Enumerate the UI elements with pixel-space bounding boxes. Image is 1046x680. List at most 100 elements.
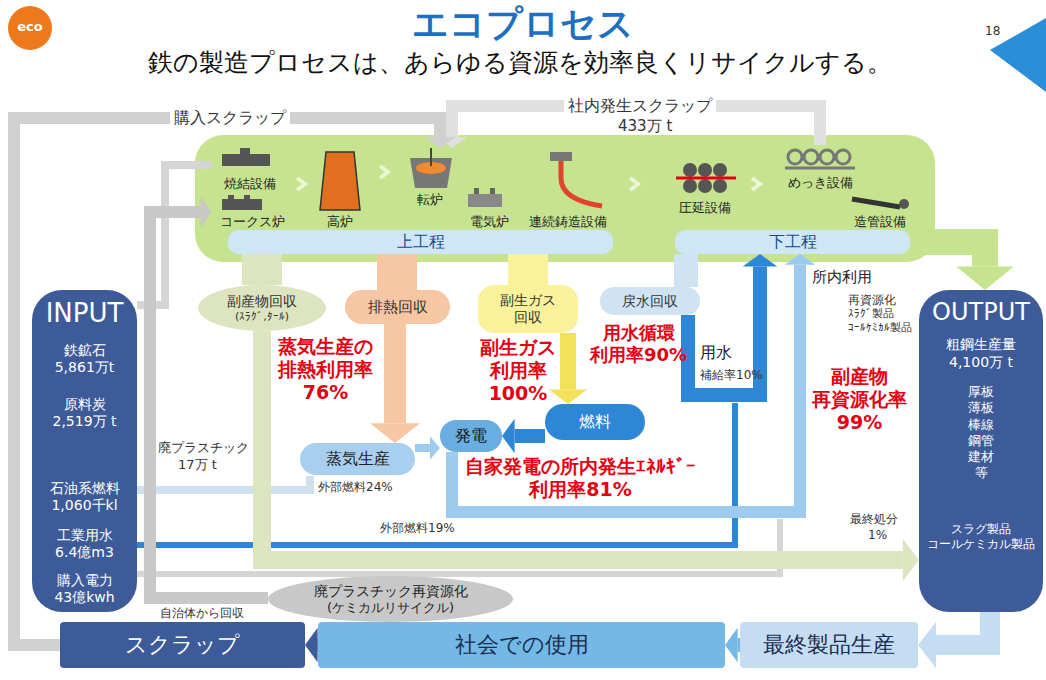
arrow-head — [743, 254, 778, 267]
annotation-label: 外部燃料19% — [380, 521, 455, 535]
annotation-label: 廃プラスチック — [158, 440, 249, 456]
flow-line — [150, 212, 268, 598]
plating-icon — [785, 150, 855, 168]
edge-label: 社内発生スクラップ — [564, 96, 716, 115]
arrow-head — [956, 267, 1013, 290]
recovery-box: 戻水回収 — [600, 287, 700, 315]
equipment-box: 連続鋳造設備 — [518, 150, 618, 230]
flow-line — [508, 254, 548, 285]
annotation-label: 補給率10% — [700, 368, 763, 382]
node-text: 焼結設備 — [224, 176, 276, 192]
node-text: 副産物回収 — [227, 293, 297, 310]
flow-line — [452, 265, 800, 512]
fuel-box: 燃料 — [545, 404, 645, 440]
page-number: 18 — [985, 24, 1000, 38]
process-stage-bar: 下工程 — [675, 230, 910, 254]
flow-line — [242, 254, 282, 285]
cycle-band: 最終製品生産 — [740, 622, 918, 668]
arrow-head — [549, 390, 587, 404]
arrow-head — [430, 436, 440, 459]
process-area — [195, 135, 935, 262]
flow-connector — [150, 197, 268, 598]
arrow-head — [502, 419, 515, 454]
flow-line — [936, 612, 990, 645]
node-text: 燃料 — [579, 412, 611, 431]
node-text: 電気炉 — [470, 214, 509, 230]
node-text: OUTPUT — [932, 298, 1030, 327]
arrow-head — [903, 539, 919, 581]
flow-connector — [910, 242, 1014, 290]
rate-label: 自家発電の所内発生ｴﾈﾙｷﾞｰ 利用率81% — [465, 455, 696, 501]
electric-furnace-icon — [468, 188, 502, 207]
flow-connector — [370, 324, 420, 443]
output-panel: OUTPUT粗鋼生産量4,100万 t厚板 薄板 棒線 鋼管 建材 等スラグ製品… — [919, 290, 1043, 612]
node-text: 圧延設備 — [679, 200, 731, 216]
flow-line — [262, 331, 903, 560]
node-text: 上工程 — [397, 232, 445, 251]
node-text: 廃プラスチック再資源化 — [314, 583, 468, 600]
converter-icon — [410, 148, 452, 188]
node-text: 最終製品生産 — [763, 632, 895, 658]
node-text: 2,519万 t — [52, 413, 116, 430]
rate-label: 蒸気生産の 排熱利用率 76% — [278, 335, 373, 403]
process-stage-bar: 上工程 — [228, 230, 613, 254]
node-text: 発電 — [455, 426, 487, 445]
blast-furnace-icon — [320, 152, 360, 210]
flow-line — [377, 254, 417, 290]
node-text: 蒸気生産 — [326, 449, 390, 468]
flow-connector — [262, 331, 919, 581]
node-text: スクラップ — [125, 632, 240, 658]
rolling-mill-icon — [676, 163, 736, 193]
annotation-label: ｺｰﾙｹﾐｶﾙ製品 — [848, 321, 912, 334]
cycle-band: 社会での使用 — [318, 622, 725, 668]
node-text: 1,060千kl — [51, 497, 117, 514]
recovery-box: 排熱回収 — [345, 290, 450, 324]
coke-oven-icon — [222, 195, 262, 210]
flow-connector — [397, 254, 398, 290]
eco-logo — [8, 6, 52, 50]
node-text: 連続鋳造設備 — [529, 214, 607, 230]
edge-label: 購入スクラップ — [170, 108, 290, 127]
recovery-box: 副生ガス 回収 — [478, 285, 578, 333]
water-line — [137, 403, 735, 545]
quantity-label: 433万 t — [618, 117, 672, 135]
flow-connector — [262, 254, 263, 285]
arrow-head — [425, 137, 456, 148]
subtitle: 鉄の製造プロセスは、あらゆる資源を効率良くリサイクルする。 — [148, 48, 892, 78]
node-text: 社会での使用 — [455, 632, 589, 658]
node-text: 購入電力 — [57, 572, 113, 589]
annotation-label: 自治体から回収 — [160, 606, 244, 620]
equipment-box: 造管設備 — [842, 193, 918, 230]
node-text: 5,861万t — [55, 359, 115, 376]
annotation-label: 再資源化 — [848, 293, 896, 307]
node-text: 副生ガス 回収 — [500, 292, 556, 326]
flow-connector — [415, 436, 440, 459]
quantity-label: 17万 t — [178, 457, 217, 473]
equipment-box: めっき設備 — [775, 145, 865, 191]
node-text: (ケミカルリサイクル) — [327, 600, 454, 616]
equipment-box: コークス炉 — [212, 194, 293, 230]
node-text: 高炉 — [327, 214, 353, 230]
node-text: 43億kwh — [54, 589, 114, 606]
annotation-label: 所内利用 — [812, 268, 872, 286]
equipment-box: 高炉 — [316, 150, 364, 230]
arrow-head — [201, 197, 212, 228]
flow-connector — [686, 254, 687, 287]
node-text: 4,100万 t — [949, 354, 1013, 371]
equipment-box: 電気炉 — [462, 186, 517, 230]
equipment-box: 焼結設備 — [212, 148, 288, 192]
flow-connector — [918, 612, 990, 668]
recovery-ellipse: 副産物回収(ｽﾗｸﾞ,ﾀｰﾙ) — [198, 285, 326, 331]
equipment-box: 転炉 — [400, 148, 460, 208]
flow-line — [560, 333, 576, 390]
flow-connector — [688, 254, 777, 395]
sinter-icon — [222, 148, 270, 166]
node-text: コークス炉 — [220, 214, 285, 230]
annotation-label: ｽﾗｸﾞ製品 — [848, 307, 894, 320]
flow-connector — [452, 254, 815, 512]
flow-connector — [725, 628, 740, 663]
annotation-label: 1% — [868, 528, 887, 542]
flow-line — [674, 254, 698, 287]
annotation-label: 用水 — [700, 343, 732, 362]
